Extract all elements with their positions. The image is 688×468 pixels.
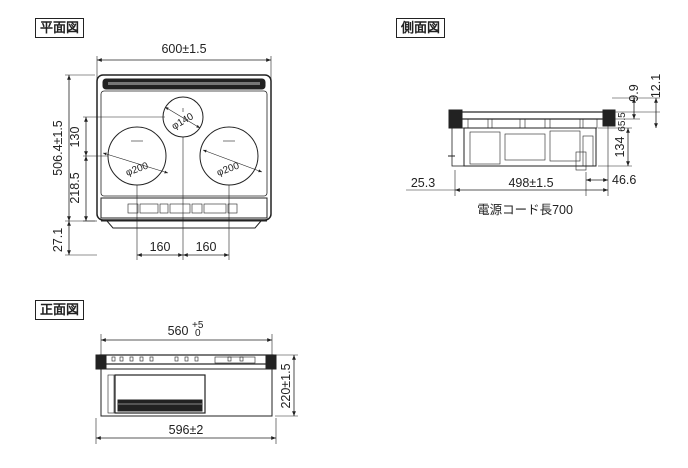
plan-right-offset-value: 160: [196, 240, 217, 254]
front-height-value: 220±1.5: [279, 363, 293, 408]
front-cutout-tol-minus: 0: [195, 328, 201, 339]
plan-burner-v2-value: 218.5: [68, 172, 82, 203]
front-view-label: 正面図: [35, 300, 85, 320]
front-body: [100, 368, 273, 417]
burner-left: [107, 126, 167, 186]
side-depth-value: 498±1.5: [508, 176, 553, 190]
side-top-thickness-value: 9.9: [627, 84, 641, 101]
burner-right-diameter: φ200: [215, 160, 241, 178]
front-top-plate: [99, 354, 274, 365]
burner-small-diameter: φ140: [170, 111, 196, 132]
side-cord-note: 電源コード長700: [477, 203, 573, 217]
plan-width-value: 600±1.5: [161, 42, 206, 56]
burner-left-diameter: φ200: [124, 160, 150, 178]
plan-view: [65, 56, 272, 260]
plan-control-panel: [100, 197, 268, 219]
side-rim-value: 65.5: [617, 112, 628, 132]
side-view: [406, 97, 660, 196]
side-top-plate: [454, 111, 610, 120]
side-rear-offset-value: 46.6: [612, 173, 636, 187]
burner-right: [199, 126, 259, 186]
side-top-total-value: 12.1: [649, 74, 663, 98]
side-body-height-value: 134: [613, 137, 627, 158]
front-overall-value: 596±2: [169, 423, 204, 437]
plan-depth-value: 506.4±1.5: [51, 120, 65, 176]
front-cutout-value: 560: [168, 324, 189, 338]
plan-hob-outline: [96, 74, 272, 221]
front-view: [95, 334, 298, 444]
side-view-label: 側面図: [396, 18, 446, 38]
side-front-offset-value: 25.3: [411, 176, 435, 190]
plan-front-gap-value: 27.1: [51, 228, 65, 252]
plan-burner-v1-value: 130: [68, 127, 82, 148]
front-grill: [114, 374, 206, 414]
plan-left-offset-value: 160: [150, 240, 171, 254]
plan-glass-top: [100, 90, 268, 197]
front-cutout-tol-plus: +5: [192, 320, 204, 331]
plan-view-label: 平面図: [35, 18, 85, 38]
